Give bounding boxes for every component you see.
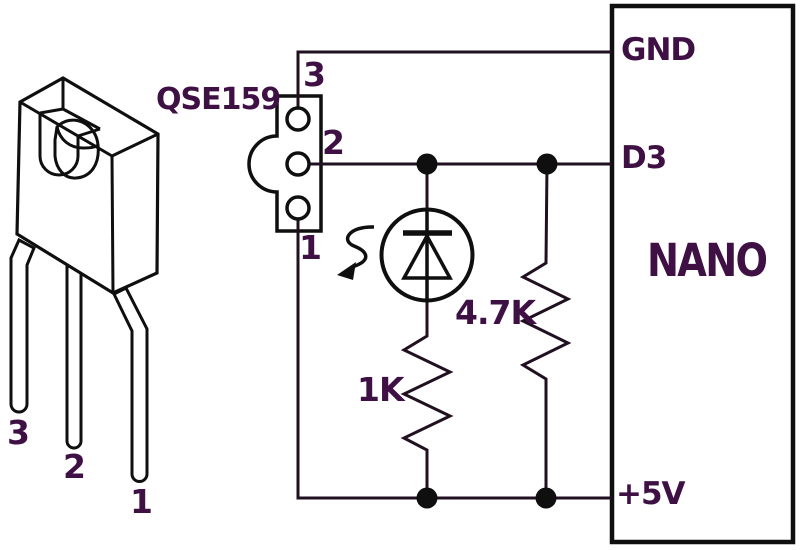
photo-sensor-3d-icon <box>9 76 160 483</box>
pin-hole-3 <box>285 106 311 132</box>
wire-gnd <box>296 50 612 119</box>
sensor-slot <box>39 78 101 138</box>
pin-hole-2 <box>285 151 311 177</box>
sensor-body <box>15 76 160 295</box>
junction-dot-icon <box>535 487 557 509</box>
sensor-leg-3 <box>9 237 36 414</box>
resistor-4k7-label: 4.7K <box>455 293 536 332</box>
emission-arrow-icon <box>337 225 375 280</box>
sensor-leg-1 <box>112 285 149 483</box>
wire-5v <box>296 208 612 500</box>
sensor-slot-ucut <box>38 113 80 177</box>
connector-pin2-label: 2 <box>322 123 345 162</box>
sensor-leg-2 <box>65 262 83 450</box>
nano-pin-d3-label: D3 <box>621 140 667 176</box>
nano-pin-5v-label: +5V <box>616 476 686 512</box>
nano-title: NANO <box>647 234 768 287</box>
component-label: QSE159 <box>156 82 281 117</box>
nano-pin-gnd-label: GND <box>621 32 696 68</box>
resistor-1k-label: 1K <box>357 370 405 409</box>
sensor-lens-seam <box>55 126 100 150</box>
wires <box>296 50 612 500</box>
junction-dots <box>416 153 558 509</box>
connector-pin3-label: 3 <box>303 55 326 94</box>
junction-dot-icon <box>536 153 558 175</box>
junction-dot-icon <box>416 487 438 509</box>
sensor-lens-dome <box>53 118 100 180</box>
led-diode-icon <box>337 207 475 303</box>
branch-4k7 <box>519 163 572 498</box>
connector-pin-holes <box>285 106 311 221</box>
pin-hole-1 <box>285 195 311 221</box>
junction-dot-icon <box>416 153 438 175</box>
sensor-leg1-label: 1 <box>130 482 153 521</box>
nano-box <box>609 3 796 545</box>
connector-pin1-label: 1 <box>299 228 322 267</box>
sensor-leg3-label: 3 <box>7 413 30 452</box>
branch-led-1k <box>400 164 454 498</box>
sensor-leg2-label: 2 <box>63 447 86 486</box>
